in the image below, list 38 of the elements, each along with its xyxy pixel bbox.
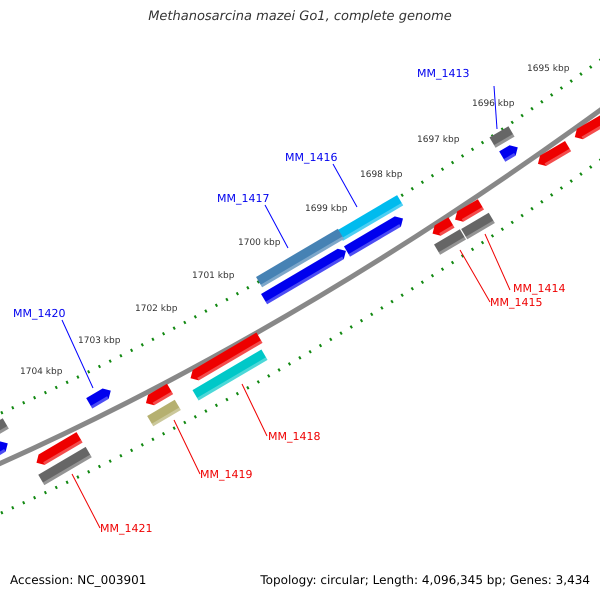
leader-line [62, 320, 94, 388]
gene-label: MM_1415 [490, 297, 542, 310]
gene-label: MM_1418 [268, 431, 320, 444]
accession-text: Accession: NC_003901 [10, 574, 146, 588]
tick-label: 1701 kbp [192, 272, 234, 282]
gene-block [192, 350, 268, 400]
gene-label: MM_1417 [217, 193, 270, 206]
tick-label: 1700 kbp [238, 239, 280, 249]
leader-line [264, 204, 288, 248]
title: Methanosarcina mazei Go1, complete genome [147, 10, 453, 24]
tick-label: 1703 kbp [78, 337, 120, 347]
gene-label: MM_1414 [513, 283, 566, 296]
tick-label: 1699 kbp [305, 205, 348, 215]
leader-line [484, 234, 510, 290]
tick-label: 1697 kbp [417, 136, 460, 146]
gene-label: MM_1419 [200, 469, 252, 482]
gene-block [38, 446, 92, 486]
gene-label: MM_1420 [13, 308, 66, 320]
leader-line [72, 474, 100, 528]
leader-line [494, 86, 498, 130]
tick-label: 1696 kbp [472, 100, 514, 110]
leader-line [174, 420, 200, 474]
leader-line [332, 164, 358, 208]
tick-label: 1702 kbp [135, 305, 178, 315]
gene-block [86, 388, 111, 409]
gene-label: MM_1413 [417, 68, 470, 80]
gene-block [434, 229, 466, 255]
gene-label: MM_1416 [285, 152, 338, 164]
gene-block [461, 212, 495, 240]
gene-block [489, 126, 515, 148]
tick-label: 1695 kbp [527, 65, 570, 75]
gene-label: MM_1421 [100, 523, 152, 536]
gene-block [147, 400, 181, 426]
leader-line [242, 384, 268, 436]
tick-label: 1698 kbp [360, 171, 402, 181]
tick-label: 1704 kbp [20, 368, 62, 378]
leader-line [460, 250, 490, 302]
genome-info-text: Topology: circular; Length: 4,096,345 bp; Genes: 3,434 [260, 574, 590, 588]
